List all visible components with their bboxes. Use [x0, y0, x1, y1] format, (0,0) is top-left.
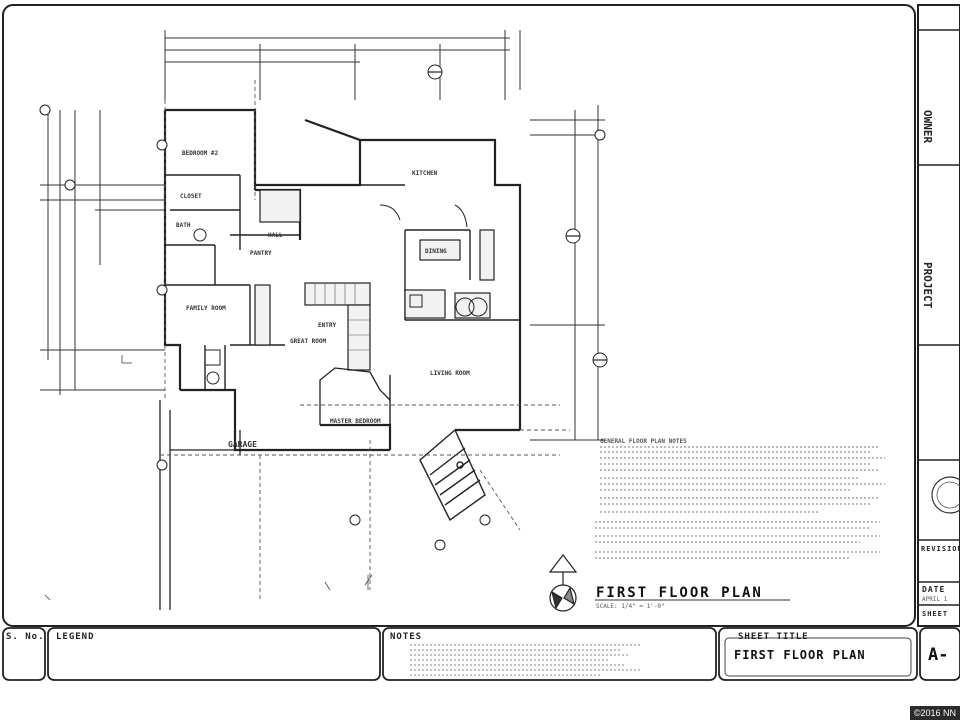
room-label-living: LIVING ROOM [430, 370, 470, 377]
room-label-dining: DINING [425, 248, 447, 255]
project-label: PROJECT [921, 262, 934, 309]
sheet-no-label: S. No. [6, 632, 45, 642]
revisions-label: REVISIONS [921, 545, 960, 553]
room-label-master: MASTER BEDROOM [330, 418, 381, 425]
sheet-label: SHEET [922, 610, 949, 618]
date-label: DATE [922, 585, 946, 594]
plan-title: FIRST FLOOR PLAN [596, 585, 763, 601]
room-label-kitchen: KITCHEN [412, 170, 438, 177]
titleblock-frame [917, 4, 960, 627]
room-label-bedroom-2: BEDROOM #2 [182, 150, 219, 157]
room-label-closet: CLOSET [180, 193, 202, 200]
legend-box [47, 627, 381, 681]
owner-label: OWNER [921, 110, 934, 144]
room-label-garage: GARAGE [228, 440, 257, 449]
room-label-pantry: PANTRY [250, 250, 272, 257]
copyright-badge: ©2016 NN [909, 706, 960, 720]
room-label-entry: ENTRY [318, 322, 337, 329]
room-label-great-room: GREAT ROOM [290, 338, 327, 345]
sheet-title-box [718, 627, 918, 681]
sheet-title: FIRST FLOOR PLAN [734, 648, 866, 662]
room-label-family: FAMILY ROOM [186, 305, 226, 312]
north-arrow-icon [548, 554, 578, 612]
sheet-number-box [919, 627, 960, 681]
date-value: APRIL 1 [922, 596, 948, 603]
general-notes-title: GENERAL FLOOR PLAN NOTES [600, 438, 687, 445]
sheet-title-label: SHEET TITLE [738, 632, 809, 642]
notes-label: NOTES [390, 632, 423, 642]
room-label-hall: HALL [268, 232, 283, 239]
sheet-number: A- [928, 645, 949, 665]
drawing-border [2, 4, 916, 627]
legend-label: LEGEND [56, 632, 95, 642]
room-label-bath: BATH [176, 222, 191, 229]
notes-box [382, 627, 717, 681]
plan-scale: SCALE: 1/4" = 1'-0" [596, 603, 665, 610]
sheet-no-box [2, 627, 46, 681]
